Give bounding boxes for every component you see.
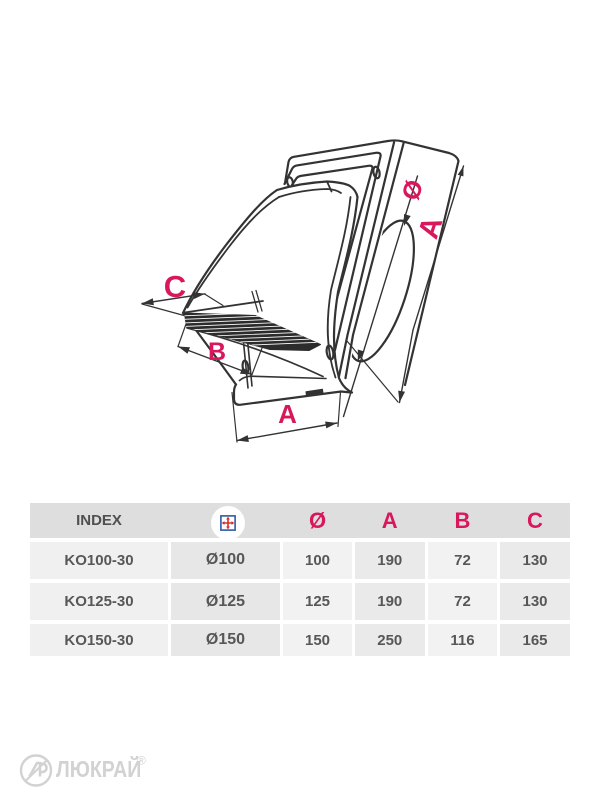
svg-text:®: ®	[137, 754, 146, 768]
svg-text:B: B	[208, 338, 226, 366]
svg-text:C: C	[164, 269, 186, 304]
svg-text:A: A	[278, 399, 297, 429]
svg-text:ЛЮКРАЙ: ЛЮКРАЙ	[56, 755, 141, 782]
